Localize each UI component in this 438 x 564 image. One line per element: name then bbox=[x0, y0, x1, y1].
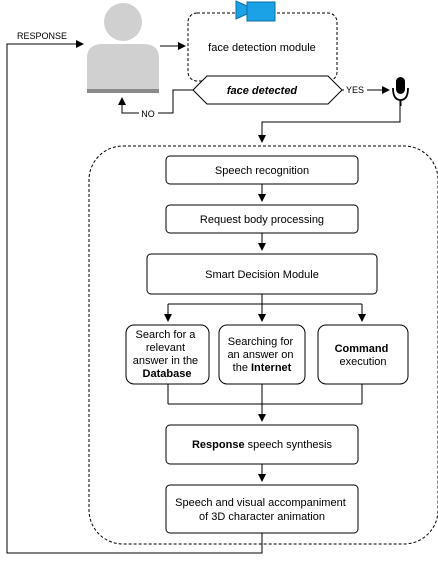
animation-line-2: of 3D character animation bbox=[199, 511, 325, 523]
search-internet-line-2: an answer on bbox=[227, 349, 293, 361]
no-branch-line bbox=[118, 89, 193, 114]
user-silhouette-icon bbox=[87, 3, 159, 93]
no-label: NO bbox=[141, 109, 155, 119]
response-rest: speech synthesis bbox=[245, 439, 333, 451]
video-camera-icon bbox=[235, 0, 276, 22]
search-internet-label: Searching for an answer on the Internet bbox=[227, 336, 296, 374]
response-loop-line bbox=[6, 40, 263, 554]
processing-container bbox=[88, 145, 438, 545]
microphone-icon bbox=[392, 77, 409, 106]
animation-label: Speech and visual accompaniment of 3D ch… bbox=[175, 497, 349, 523]
search-database-line-1: Search for a bbox=[136, 329, 197, 341]
command-rest: execution bbox=[339, 356, 386, 368]
search-internet-the: the bbox=[233, 362, 248, 374]
smart-decision-module-label: Smart Decision Module bbox=[205, 269, 319, 281]
no-label-bg bbox=[139, 107, 158, 119]
search-database-label: Search for a relevant answer in the Data… bbox=[133, 329, 202, 380]
response-synthesis-label: Response speech synthesis bbox=[192, 439, 333, 451]
command-bold: Command bbox=[335, 343, 389, 355]
search-database-line-3: answer in the bbox=[133, 355, 198, 367]
search-database-line-2: relevant bbox=[146, 342, 185, 354]
mic-to-process-line bbox=[258, 106, 401, 143]
command-execution-box bbox=[317, 324, 409, 385]
request-body-processing-label: Request body processing bbox=[200, 214, 324, 226]
animation-box bbox=[165, 484, 359, 534]
search-database-bold: Database bbox=[143, 368, 192, 380]
face-detected-label: face detected bbox=[227, 85, 298, 97]
yes-label: YES bbox=[346, 85, 364, 95]
search-internet-line-3: the Internet bbox=[233, 362, 292, 374]
response-label: RESPONSE bbox=[17, 31, 67, 41]
animation-line-1: Speech and visual accompaniment bbox=[175, 497, 346, 509]
yes-label-bg bbox=[344, 83, 367, 95]
face-detection-module-label: face detection module bbox=[208, 42, 316, 54]
response-bold: Response bbox=[192, 439, 245, 451]
speech-recognition-label: Speech recognition bbox=[215, 165, 309, 177]
command-execution-label: Command execution bbox=[335, 343, 392, 368]
search-internet-bold: Internet bbox=[251, 362, 292, 374]
search-internet-line-1: Searching for bbox=[228, 336, 294, 348]
